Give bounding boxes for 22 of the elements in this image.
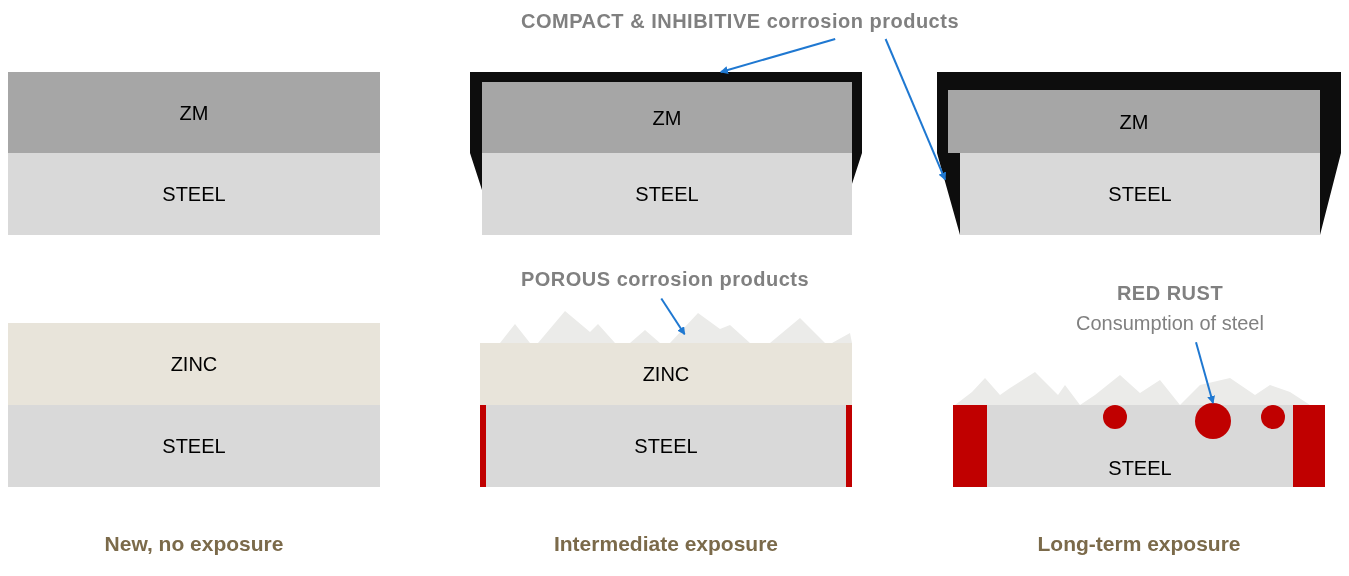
steel-layer: STEEL <box>987 405 1293 487</box>
zinc-layer: ZINC <box>480 343 852 405</box>
steel-layer: STEEL <box>960 153 1320 235</box>
stage-caption: Long-term exposure <box>1036 531 1242 557</box>
zm-layer: ZM <box>948 90 1320 153</box>
callout-title: POROUS corrosion products <box>520 267 810 292</box>
leader-arrow <box>660 297 686 336</box>
leader-arrow <box>719 38 837 74</box>
callout-text: Consumption of steel <box>1076 311 1264 336</box>
stage-caption: Intermediate exposure <box>552 531 780 557</box>
zm-layer: ZM <box>8 72 380 153</box>
callout-title: COMPACT & INHIBITIVE corrosion products <box>520 9 959 34</box>
stage-caption: New, no exposure <box>103 531 285 557</box>
steel-layer: STEEL <box>482 153 852 235</box>
steel-layer: STEEL <box>486 405 846 487</box>
leader-arrow <box>1195 341 1215 404</box>
steel-layer: STEEL <box>8 405 380 487</box>
callout-title: RED RUST <box>1116 281 1224 306</box>
leader-arrow <box>884 38 947 181</box>
zm-layer: ZM <box>482 82 852 153</box>
zinc-layer: ZINC <box>8 323 380 405</box>
steel-layer: STEEL <box>8 153 380 235</box>
